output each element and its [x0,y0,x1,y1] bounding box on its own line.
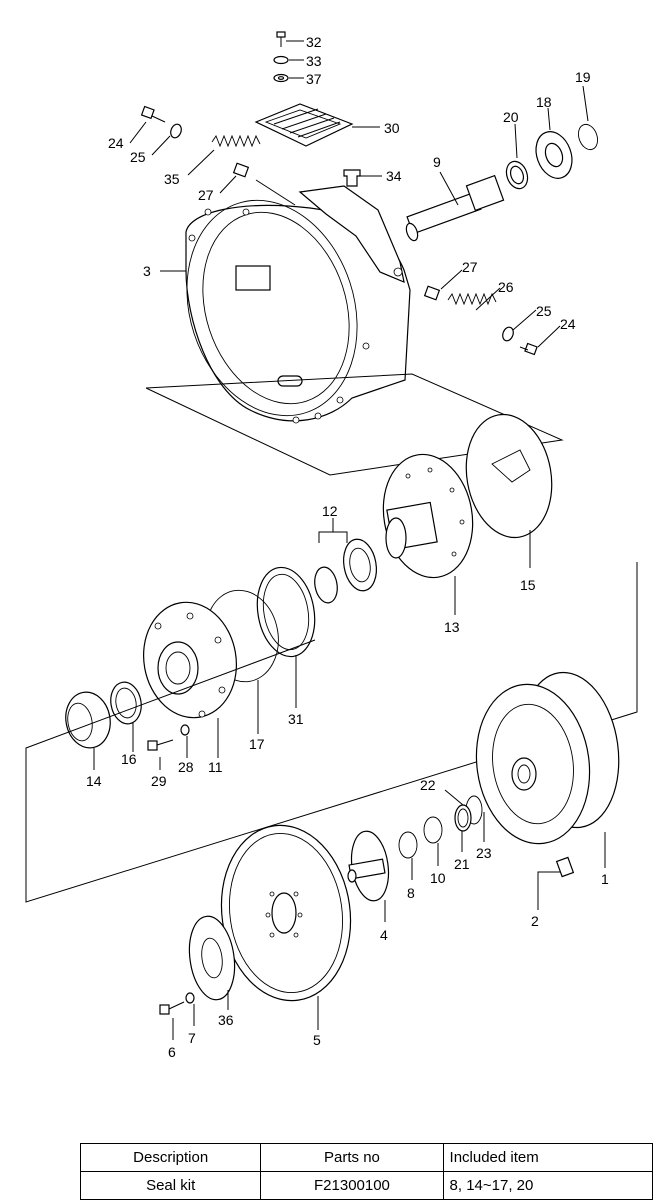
callout-32: 32 [306,34,322,50]
bolt-32-group [273,31,304,83]
callout-28: 28 [178,759,194,775]
pump-cover-13 [382,453,474,615]
table-row: Seal kit F21300100 8, 14~17, 20 [79,1171,654,1200]
hub-4 [347,830,390,922]
bolt-6 [159,992,195,1040]
parts-table: Description Parts no Included item Seal … [79,1143,654,1200]
callout-7: 7 [188,1030,196,1046]
callout-25: 25 [536,303,552,319]
callout-6: 6 [168,1044,176,1060]
seal-rings [398,789,485,880]
callout-3: 3 [143,263,151,279]
callout-1: 1 [601,871,609,887]
callout-16: 16 [121,751,137,767]
callout-33: 33 [306,53,322,69]
callout-36: 36 [218,1012,234,1028]
bearing-group [505,85,599,190]
exploded-parts-diagram: 3233373024253527349201819327262524121513… [25,31,638,1060]
callout-23: 23 [476,845,492,861]
callout-17: 17 [249,736,265,752]
callout-13: 13 [444,619,460,635]
ring-gear-31 [256,566,316,708]
plate-15 [465,413,553,568]
callout-19: 19 [575,69,591,85]
callout-22: 22 [420,777,436,793]
callout-24: 24 [560,316,576,332]
flex-plate-5 [220,824,352,1030]
callout-29: 29 [151,773,167,789]
plug-2 [537,856,575,910]
callout-9: 9 [433,154,441,170]
callout-30: 30 [384,120,400,136]
callout-34: 34 [386,168,402,184]
callout-25: 25 [130,149,146,165]
callout-26: 26 [498,279,514,295]
callout-24: 24 [108,135,124,151]
callout-20: 20 [503,109,519,125]
callout-10: 10 [430,870,446,886]
spring-assembly-right [423,269,561,356]
bolt-29 [147,724,190,770]
callout-8: 8 [407,885,415,901]
cell-description: Seal kit [79,1171,262,1200]
pump-body-11 [142,601,238,758]
torque-converter-1 [475,671,620,868]
callout-12: 12 [322,503,338,519]
header-description: Description [79,1143,262,1172]
callout-2: 2 [531,913,539,929]
spring-assembly-left [129,105,261,194]
callout-4: 4 [380,927,388,943]
callout-37: 37 [306,71,322,87]
callout-31: 31 [288,711,304,727]
table-header-row: Description Parts no Included item [79,1143,654,1172]
callout-11: 11 [208,759,223,775]
callout-35: 35 [164,171,180,187]
callout-21: 21 [454,856,470,872]
header-parts-no: Parts no [260,1143,444,1172]
callout-27: 27 [198,187,214,203]
callout-14: 14 [86,773,102,789]
bearing-14 [65,691,111,770]
callout-18: 18 [536,94,552,110]
plug-34 [343,169,382,187]
plate-36 [188,915,236,1010]
callout-15: 15 [520,577,536,593]
header-included-item: Included item [442,1143,654,1172]
bell-housing-3 [160,179,411,424]
cell-included-item: 8, 14~17, 20 [442,1171,654,1200]
gear-set-12 [314,518,377,604]
gasket-30 [254,103,380,147]
cell-parts-no: F21300100 [260,1171,444,1200]
callout-5: 5 [313,1032,321,1048]
callout-27: 27 [462,259,478,275]
input-shaft-9 [405,171,505,242]
